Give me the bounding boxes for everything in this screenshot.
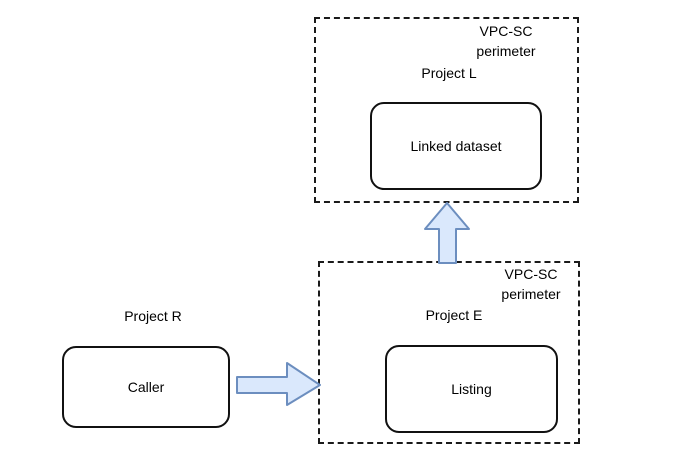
- right-arrow-shape: [236, 362, 321, 406]
- listing-node-label: Listing: [451, 381, 492, 397]
- perimeter-label-line1: VPC-SC: [479, 23, 533, 39]
- right-arrow-icon: [236, 362, 321, 406]
- caller-node: Caller: [62, 346, 230, 428]
- perimeter-label-line2: perimeter: [476, 43, 536, 59]
- vpc-sc-perimeter-bottom-label: VPC-SC perimeter: [501, 264, 560, 304]
- up-arrow-shape: [424, 202, 470, 264]
- project-r-label: Project R: [124, 308, 182, 324]
- linked-dataset-node: Linked dataset: [370, 102, 542, 190]
- up-arrow-icon: [424, 202, 470, 264]
- caller-node-label: Caller: [127, 379, 165, 395]
- vpc-sc-perimeter-bottom-box: VPC-SC perimeter Project E Listing: [318, 261, 580, 444]
- project-e-label: Project E: [425, 307, 483, 323]
- listing-node: Listing: [385, 345, 558, 433]
- linked-dataset-node-label: Linked dataset: [410, 138, 502, 154]
- perimeter-label-line1: VPC-SC: [504, 266, 558, 282]
- perimeter-label-line2: perimeter: [501, 286, 561, 302]
- vpc-sc-perimeter-top-label: VPC-SC perimeter: [476, 21, 535, 61]
- project-l-label: Project L: [421, 65, 477, 81]
- vpc-sc-perimeter-top-box: VPC-SC perimeter Project L Linked datase…: [314, 17, 579, 203]
